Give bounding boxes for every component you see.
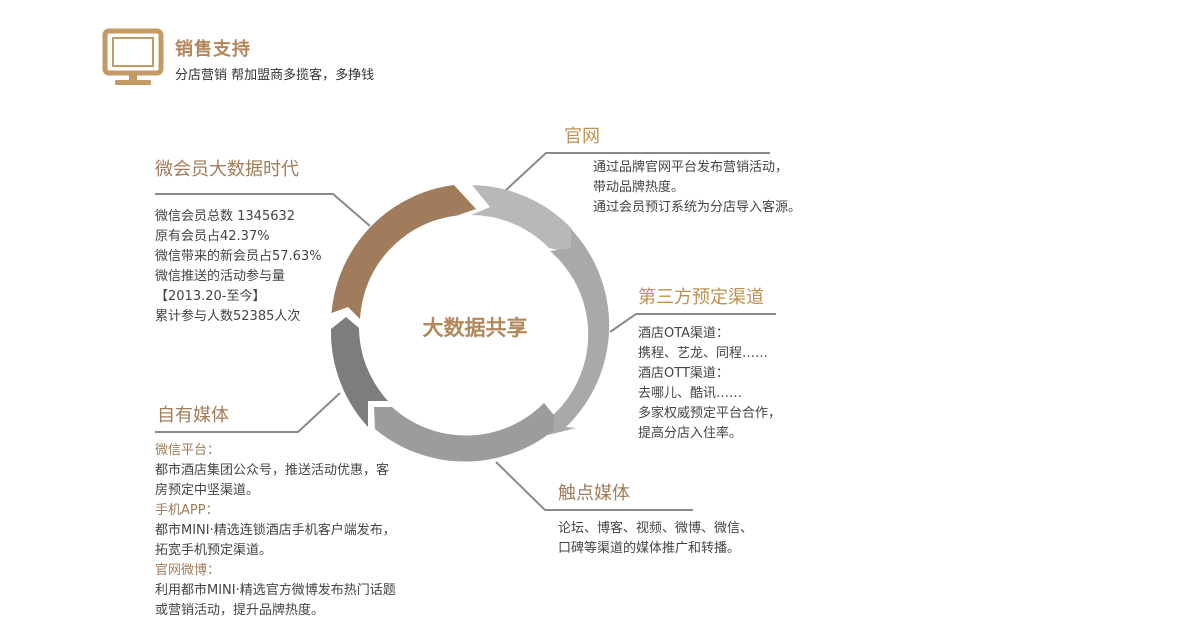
touchpoint-title: 触点媒体 — [558, 483, 630, 504]
third-party-line: 携程、艺龙、同程…… — [638, 346, 769, 361]
third-party-line: 多家权威预定平台合作， — [638, 406, 782, 421]
official-site-line: 通过会员预订系统为分店导入客源。 — [593, 200, 802, 215]
own-media-line: 拓宽手机预定渠道。 — [155, 543, 273, 558]
official-site-line: 带动品牌热度。 — [593, 180, 685, 195]
third-party-line: 去哪儿、酷讯…… — [638, 386, 743, 401]
third-party-body: 酒店OTA渠道： 携程、艺龙、同程…… 酒店OTT渠道： 去哪儿、酷讯…… 多家… — [638, 324, 781, 444]
wechat-title: 微会员大数据时代 — [155, 159, 299, 180]
third-party-line: 酒店OTT渠道： — [638, 366, 729, 381]
own-media-line: 都市MINI·精选连锁酒店手机客户端发布， — [155, 523, 396, 538]
section-subtitle: 分店营销 帮加盟商多揽客，多挣钱 — [175, 68, 375, 83]
touchpoint-line: 论坛、博客、视频、微博、微信、 — [558, 521, 754, 536]
ring-segment-touchpoint — [374, 403, 554, 462]
section-title: 销售支持 — [175, 39, 251, 60]
third-party-line: 提高分店入住率。 — [638, 426, 743, 441]
own-media-line: 都市酒店集团公众号，推送活动优惠，客 — [155, 463, 390, 478]
wechat-line: 微信推送的活动参与量 — [155, 269, 286, 284]
third-party-line: 酒店OTA渠道： — [638, 326, 730, 341]
ring-segment-own-media — [330, 317, 388, 427]
official-site-title: 官网 — [564, 126, 600, 147]
own-media-line: 房预定中坚渠道。 — [155, 483, 260, 498]
own-media-label-weibo: 官网微博： — [155, 563, 221, 578]
wechat-line: 【2013.20-至今】 — [155, 289, 266, 304]
own-media-line: 利用都市MINI·精选官方微博发布热门话题 — [155, 583, 396, 598]
own-media-body: 微信平台： 都市酒店集团公众号，推送活动优惠，客 房预定中坚渠道。 手机APP：… — [155, 441, 396, 621]
own-media-line: 或营销活动，提升品牌热度。 — [155, 603, 325, 618]
wechat-line: 累计参与人数52385人次 — [155, 309, 301, 324]
own-media-label-wechat: 微信平台： — [155, 443, 221, 458]
ring-segment-official-site — [471, 185, 586, 253]
wechat-body: 微信会员总数 1345632 原有会员占42.37% 微信带来的新会员占57.6… — [155, 207, 322, 327]
own-media-label-app: 手机APP： — [155, 503, 219, 518]
center-label: 大数据共享 — [422, 316, 528, 340]
official-site-body: 通过品牌官网平台发布营销活动， 带动品牌热度。 通过会员预订系统为分店导入客源。 — [593, 158, 801, 218]
touchpoint-body: 论坛、博客、视频、微博、微信、 口碑等渠道的媒体推广和转播。 — [558, 519, 753, 559]
wechat-line: 微信会员总数 1345632 — [155, 209, 296, 224]
wechat-line: 微信带来的新会员占57.63% — [155, 249, 322, 264]
touchpoint-line: 口碑等渠道的媒体推广和转播。 — [558, 541, 741, 556]
ring-segment-third-party — [548, 229, 610, 435]
ring-segment-wechat — [331, 185, 476, 319]
wechat-line: 原有会员占42.37% — [155, 229, 270, 244]
official-site-line: 通过品牌官网平台发布营销活动， — [593, 160, 789, 175]
own-media-title: 自有媒体 — [157, 405, 229, 426]
third-party-title: 第三方预定渠道 — [638, 287, 764, 308]
